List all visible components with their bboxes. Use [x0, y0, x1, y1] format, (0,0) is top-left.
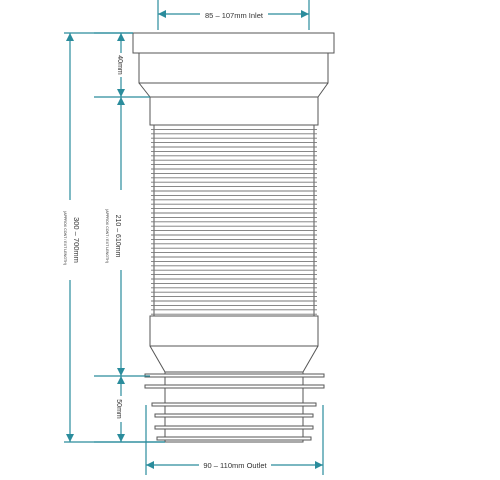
total-length-label: 300 – 700mm: [72, 217, 81, 263]
outlet-fin: [144, 373, 325, 378]
inlet-collar: [132, 32, 335, 54]
mid-length-note: (APPROX CONT / EXT LENGTH): [105, 209, 109, 263]
corrugated-section: [151, 124, 317, 317]
bottom-section-label: 50mm: [115, 399, 122, 419]
outlet-fin: [154, 425, 314, 430]
top-section-dimension: 40mm: [94, 32, 150, 98]
upper-shoulder: [149, 96, 319, 126]
outlet-fin: [144, 384, 325, 389]
inlet-dimension-label: 85 – 107mm Inlet: [205, 11, 264, 20]
connector-body: [132, 32, 335, 443]
outlet-fins: [144, 373, 325, 441]
total-length-dimension: 300 – 700mm (APPROX CONT / EXT LENGTH): [60, 32, 165, 443]
corrugated-tube: [153, 124, 315, 317]
outlet-dimension: 90 – 110mm Outlet: [145, 405, 324, 475]
outlet-fin: [154, 413, 314, 418]
mid-length-label: 210 – 610mm: [114, 215, 121, 258]
outlet-dimension-label: 90 – 110mm Outlet: [203, 461, 267, 470]
top-section-label: 40mm: [116, 55, 123, 75]
upper-sleeve: [138, 52, 329, 84]
total-length-note: (APPROX CONT / EXT LENGTH): [63, 211, 67, 265]
mid-length-dimension: 210 – 610mm (APPROX CONT / EXT LENGTH): [94, 97, 150, 377]
outlet-fin: [156, 436, 312, 441]
bottom-section-dimension: 50mm: [94, 376, 165, 443]
outlet-body: [164, 371, 304, 443]
lower-shoulder: [149, 315, 319, 347]
inlet-dimension: 85 – 107mm Inlet: [157, 0, 310, 30]
outlet-fin: [151, 402, 317, 407]
